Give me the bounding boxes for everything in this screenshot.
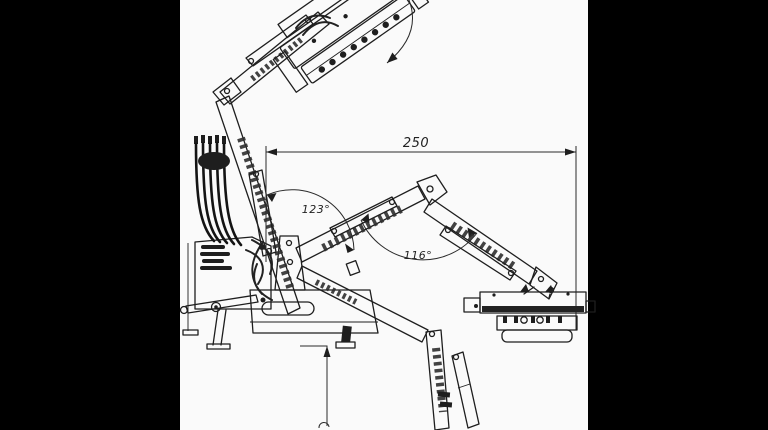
angle-arc-base: 123° [266, 189, 355, 253]
dimension-width: 250 [265, 136, 577, 330]
angle-arc-elbow: 116° [360, 213, 478, 262]
base-angle-label: 123° [302, 203, 331, 216]
rotation-arc [386, 0, 413, 64]
hydraulic-hoses [194, 135, 243, 247]
drawing-paper [180, 0, 588, 430]
flail-head-raised [272, 0, 430, 93]
boom-lowered [296, 265, 480, 430]
height-leader [300, 345, 331, 429]
flail-head-working [463, 284, 596, 343]
boom-working [295, 174, 558, 300]
elbow-angle-label: 116° [404, 249, 433, 262]
cutoff-label-mark [318, 421, 330, 429]
dimension-width-label: 250 [403, 136, 429, 151]
base-machine [179, 235, 379, 350]
